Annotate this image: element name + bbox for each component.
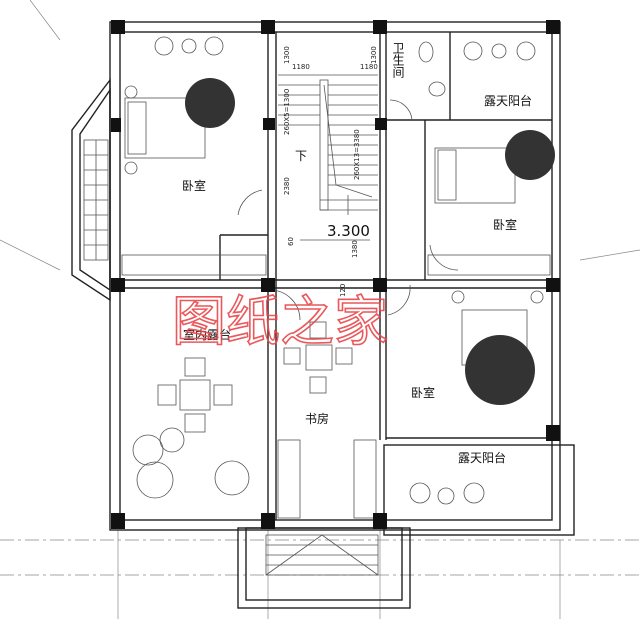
label-bedroom-e: 卧室 <box>493 217 517 232</box>
columns <box>111 20 560 529</box>
dim-3: 1180 <box>360 63 378 71</box>
label-balcony-se: 露天阳台 <box>458 450 506 465</box>
watermark: 图纸之家 <box>172 290 388 353</box>
dim-1: 1300 <box>283 46 291 64</box>
plants <box>132 427 250 499</box>
label-balcony-ne: 露天阳台 <box>484 93 532 108</box>
dining-table <box>157 357 233 433</box>
dim-10: 120 <box>339 284 347 297</box>
entrance-porch <box>265 534 379 576</box>
label-indoor-terrace: 室内露台 <box>183 327 231 342</box>
interior-walls <box>120 32 552 520</box>
study-table <box>283 321 353 394</box>
chairs-nw <box>154 36 224 56</box>
label-bedroom-se: 卧室 <box>411 385 435 400</box>
staircase <box>278 74 378 215</box>
wardrobes <box>121 254 551 519</box>
bed-nw <box>124 78 235 175</box>
dim-2: 1180 <box>292 63 310 71</box>
dim-4: 1300 <box>370 46 378 64</box>
balcony-chairs-ne <box>463 41 536 61</box>
dim-9: 1380 <box>351 240 359 258</box>
elevation-mark: 3.300 <box>327 222 370 240</box>
dimensions: 1300 1180 1180 1300 260X5=1300 260X13=33… <box>283 46 378 297</box>
dim-8: 60 <box>287 237 295 246</box>
dim-6: 260X13=3380 <box>353 129 361 180</box>
toilet <box>418 41 446 97</box>
bed-se <box>451 290 544 405</box>
label-bathroom: 卫生间 <box>391 42 405 78</box>
dim-5: 260X5=1300 <box>283 89 291 135</box>
dim-7: 2380 <box>283 177 291 195</box>
exterior-walls <box>71 21 575 609</box>
bay-window-bricks <box>83 139 109 261</box>
label-study: 书房 <box>305 411 329 426</box>
bed-e <box>434 130 555 204</box>
balcony-chairs-se <box>409 482 485 505</box>
label-stair-down: 下 <box>295 149 307 163</box>
label-bedroom-nw: 卧室 <box>182 178 206 193</box>
